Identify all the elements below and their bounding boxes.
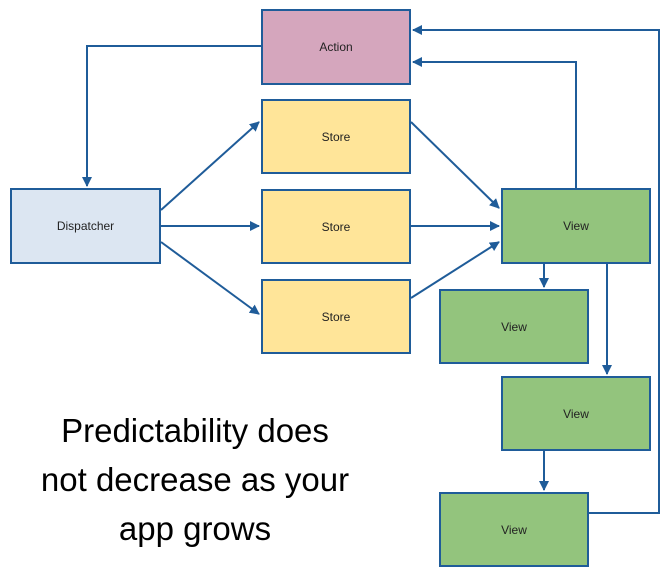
caption-line-1: Predictability does <box>61 412 329 449</box>
view-label: View <box>501 522 527 537</box>
dispatcher-node: Dispatcher <box>10 188 161 264</box>
view-node-main: View <box>501 188 651 264</box>
store-label: Store <box>321 309 351 324</box>
view-node-bottom: View <box>439 492 589 567</box>
edge-dispatcher-to-store-1 <box>160 121 260 211</box>
edge-dispatcher-to-store-3 <box>160 241 260 315</box>
view-node-left: View <box>439 289 589 364</box>
view-label: View <box>563 219 589 233</box>
edge-store-3-to-view <box>410 241 500 299</box>
caption-line-2: not decrease as your <box>40 461 350 498</box>
dispatcher-label: Dispatcher <box>56 219 115 233</box>
view-label: View <box>501 319 527 334</box>
edge-store-1-to-view <box>410 121 500 209</box>
store-label: Store <box>321 129 351 144</box>
view-label: View <box>563 406 589 421</box>
store-label: Store <box>321 219 351 234</box>
action-node: Action <box>261 9 411 85</box>
caption-text: Predictability does not decrease as your… <box>10 406 380 553</box>
edge-view-bottom-to-action <box>412 25 660 514</box>
store-node-1: Store <box>261 99 411 174</box>
view-node-middle: View <box>501 376 651 451</box>
store-node-3: Store <box>261 279 411 354</box>
edge-action-to-dispatcher <box>82 45 261 187</box>
store-node-2: Store <box>261 189 411 264</box>
edge-view-to-action <box>412 57 577 188</box>
action-label: Action <box>319 40 353 54</box>
caption-line-3: app grows <box>118 510 272 547</box>
